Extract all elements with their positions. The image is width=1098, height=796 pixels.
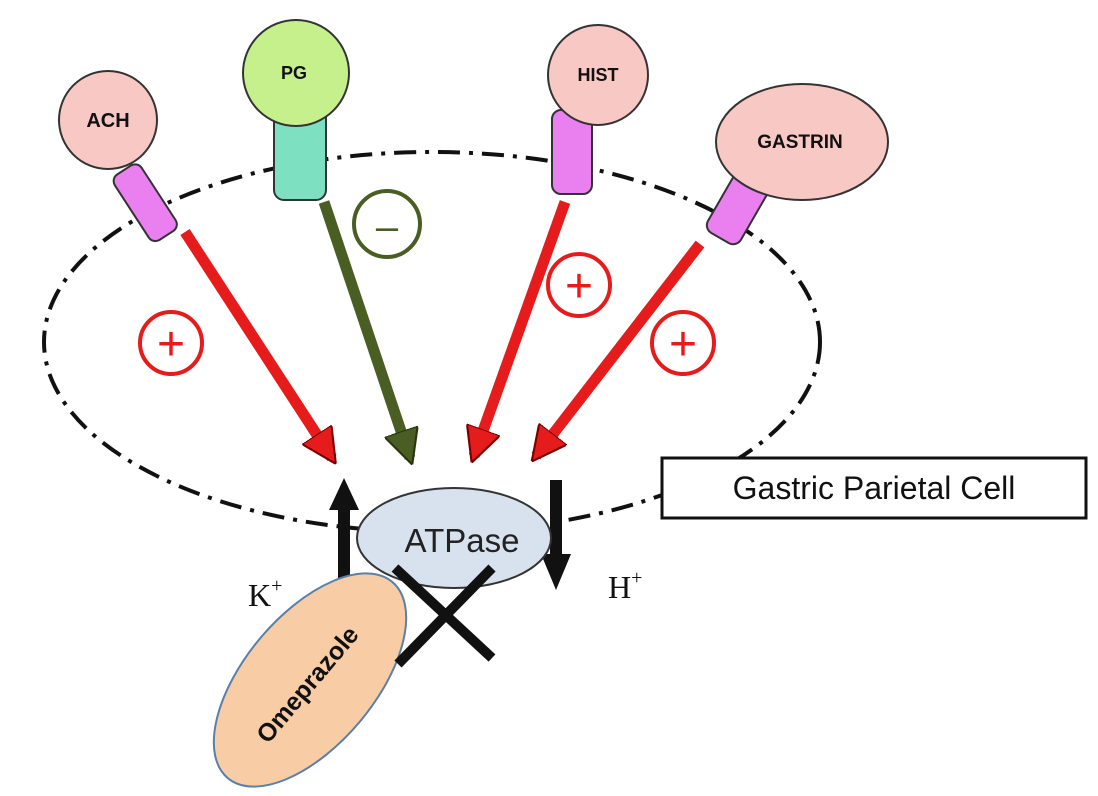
ach-stimulation-arrow [180,229,332,458]
receptor-gastrin: GASTRIN [705,83,889,246]
hist-stimulation-arrow [474,200,571,456]
proton-symbol: H [608,569,631,605]
ach-ligand [58,70,158,170]
hist-effect-sign: + [546,252,612,318]
gastrin-label: GASTRIN [757,132,843,153]
pg-effect-sign: – [352,189,422,259]
atpase-label: ATPase [405,522,520,559]
inhibition-cross-icon [391,564,496,668]
ach-effect-sign: + [138,310,204,376]
potassium-charge: + [271,575,282,597]
proton-efflux-arrow [541,480,571,590]
gastrin-effect-symbol: + [669,318,697,371]
gastrin-effect-sign: + [650,310,716,376]
gastrin-stimulation-arrow [536,240,705,456]
hist-ligand [547,24,649,126]
atpase-pump [356,487,552,589]
ach-effect-symbol: + [157,318,185,371]
ach-label: ACH [86,110,129,132]
cell-label: Gastric Parietal Cell [733,470,1016,506]
proton-charge: + [631,567,642,589]
potassium-influx-arrow [329,478,359,584]
potassium-symbol: K [248,577,271,613]
cell-membrane [42,150,822,534]
receptor-hist: HIST [547,24,649,195]
ach-receptor-stem [112,163,178,243]
pg-label: PG [281,63,307,83]
potassium-ion-label: K+ [248,575,282,613]
receptor-pg: PG [242,19,350,201]
receptor-ach: ACH [58,70,178,243]
cell-label-box [660,456,1088,520]
pg-effect-symbol: – [376,205,399,249]
hist-effect-symbol: + [565,260,593,313]
gastrin-ligand [715,83,889,201]
pg-ligand [242,19,350,127]
pg-inhibition-arrow [318,200,410,458]
proton-ion-label: H+ [608,567,642,605]
omeprazole-drug [212,572,408,788]
hist-label: HIST [577,65,618,85]
